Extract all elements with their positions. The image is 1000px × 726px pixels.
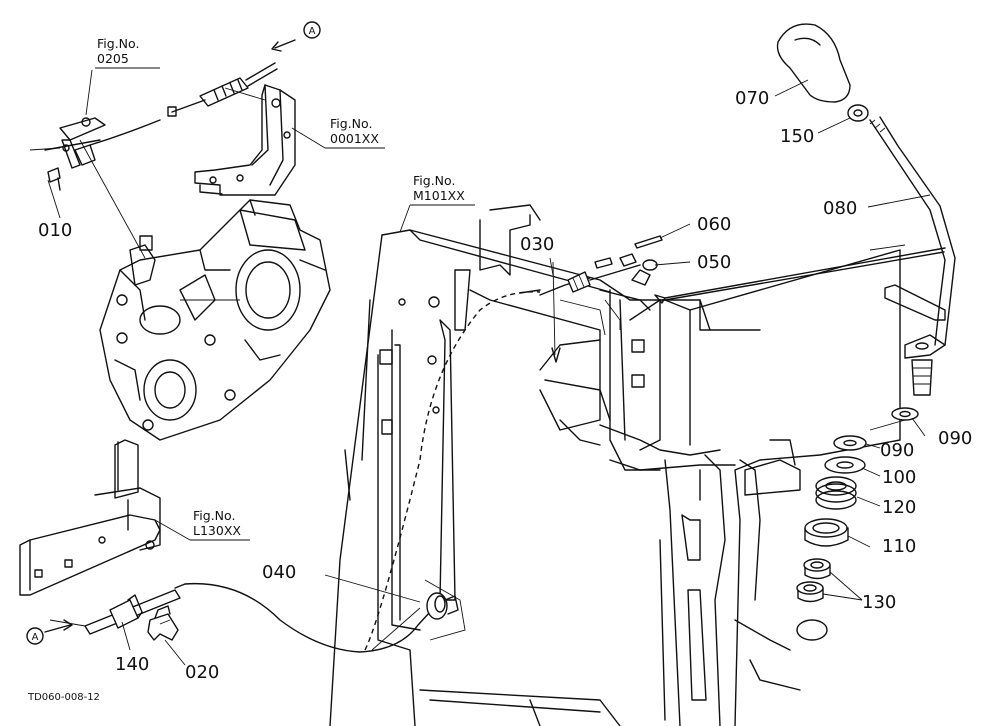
part-130: 130	[862, 592, 896, 613]
shift-lever-assembly	[654, 23, 956, 603]
main-frame	[329, 204, 901, 726]
fig-ref-m101xx-label: Fig.No.	[413, 173, 455, 188]
fig-ref-l130xx-number: L130XX	[193, 523, 241, 538]
cable-end-parts	[539, 235, 663, 363]
part-100: 100	[882, 467, 916, 488]
fig-ref-0205-number: 0205	[97, 51, 129, 66]
part-080: 080	[823, 198, 857, 219]
part-060: 060	[697, 214, 731, 235]
part-010: 010	[38, 220, 72, 241]
gear-case	[99, 199, 331, 441]
lower-linkage	[19, 439, 186, 641]
marker-top-circle	[303, 21, 321, 39]
part-numbers: 010 020 030 040 050 060 070 080 090 090 …	[38, 88, 972, 683]
part-030: 030	[520, 234, 554, 255]
upper-cable	[89, 62, 278, 146]
part-110: 110	[882, 536, 916, 557]
linkage-0205	[29, 117, 146, 259]
marker-top: A	[309, 26, 316, 37]
lower-cable	[184, 289, 541, 653]
part-070: 070	[735, 88, 769, 109]
fig-ref-0001xx-number: 0001XX	[330, 131, 379, 146]
figure-references: Fig.No. 0205 Fig.No. 0001XX Fig.No. M101…	[97, 36, 465, 538]
fig-ref-m101xx-number: M101XX	[413, 188, 465, 203]
part-120: 120	[882, 497, 916, 518]
part-020: 020	[185, 662, 219, 683]
fig-ref-0205-label: Fig.No.	[97, 36, 139, 51]
part-150: 150	[780, 126, 814, 147]
part-050: 050	[697, 252, 731, 273]
leader-lines	[47, 67, 931, 666]
drawing-code: TD060-008-12	[27, 692, 100, 703]
marker-bottom-circle	[26, 627, 44, 645]
part-090-b: 090	[938, 428, 972, 449]
part-140: 140	[115, 654, 149, 675]
fig-ref-0001xx-label: Fig.No.	[330, 116, 372, 131]
marker-bottom: A	[32, 632, 39, 643]
reference-markers: A A	[26, 21, 321, 645]
part-090-a: 090	[880, 440, 914, 461]
bracket-0001xx	[194, 84, 296, 196]
fig-ref-l130xx-label: Fig.No.	[193, 508, 235, 523]
part-040: 040	[262, 562, 296, 583]
